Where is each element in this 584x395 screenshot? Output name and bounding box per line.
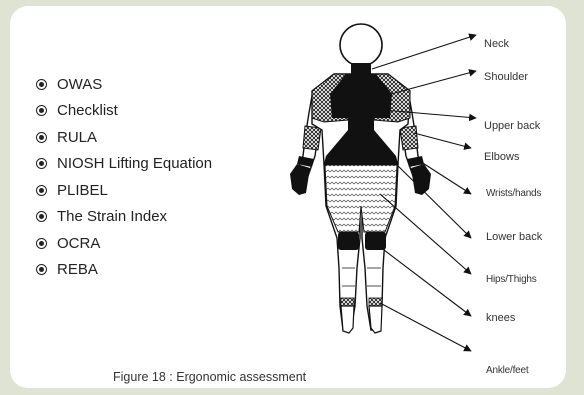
knees-pointer-arrow xyxy=(384,250,471,316)
body-diagram xyxy=(10,6,566,388)
figure-card: OWAS Checklist RULA NIOSH Lifting Equati… xyxy=(10,6,566,388)
figure-caption: Figure 18 : Ergonomic assessment xyxy=(113,370,306,384)
right-elbow-region xyxy=(400,126,418,150)
label-knees: knees xyxy=(486,312,515,324)
neck-pointer-arrow xyxy=(372,35,476,69)
label-elbows: Elbows xyxy=(484,151,519,163)
label-neck: Neck xyxy=(484,38,509,50)
head-outline xyxy=(340,24,382,66)
elbows-pointer-arrow xyxy=(414,133,471,148)
label-hips-thighs: Hips/Thighs xyxy=(486,274,537,285)
right-knee-region xyxy=(365,232,386,250)
hips-thighs-pointer-arrow xyxy=(380,194,471,274)
shoulder-pointer-arrow xyxy=(391,71,476,94)
right-ankle-region xyxy=(369,298,382,306)
left-knee-region xyxy=(338,232,359,250)
left-ankle-region xyxy=(341,298,354,306)
label-shoulder: Shoulder xyxy=(484,71,528,83)
left-hand-region xyxy=(290,164,310,195)
label-ankle-feet: Ankle/feet xyxy=(486,365,528,376)
hips-thighs-region xyxy=(325,165,397,232)
left-foot-region xyxy=(341,306,354,333)
ankle-feet-pointer-arrow xyxy=(380,303,471,351)
label-upper-back: Upper back xyxy=(484,120,540,132)
right-hand-region xyxy=(411,164,431,195)
left-elbow-region xyxy=(303,126,321,150)
label-lower-back: Lower back xyxy=(486,231,542,243)
label-wrists-hands: Wrists/hands xyxy=(486,188,541,199)
lower-back-pointer-arrow xyxy=(390,158,471,238)
